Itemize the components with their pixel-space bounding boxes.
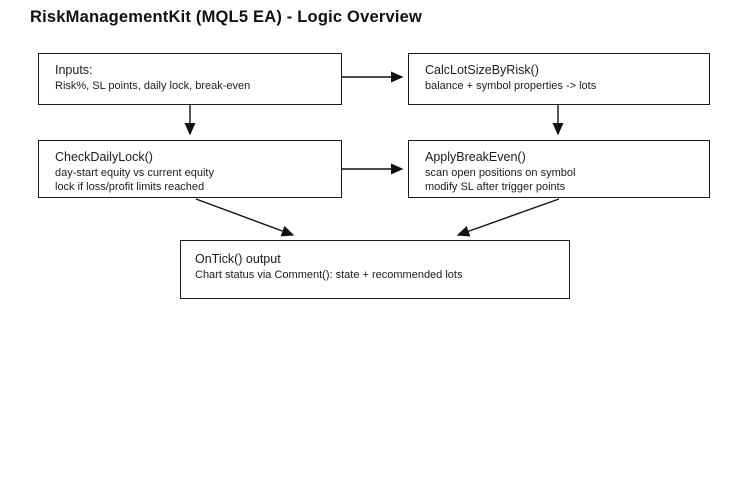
arrow-applybreakeven-to-ontick xyxy=(456,198,560,237)
node-calc-lot-size-detail: balance + symbol properties -> lots xyxy=(425,80,597,93)
node-calc-lot-size: CalcLotSizeByRisk() balance + symbol pro… xyxy=(408,53,710,105)
node-inputs-detail: Risk%, SL points, daily lock, break-even xyxy=(55,80,251,93)
node-ontick-output-heading: OnTick() output xyxy=(195,252,281,266)
node-ontick-output: OnTick() output Chart status via Comment… xyxy=(180,240,570,299)
node-calc-lot-size-heading: CalcLotSizeByRisk() xyxy=(425,63,539,77)
node-check-daily-lock-detail-2: lock if loss/profit limits reached xyxy=(55,181,205,194)
arrow-checkdailylock-to-ontick xyxy=(195,198,295,237)
page-title: RiskManagementKit (MQL5 EA) - Logic Over… xyxy=(30,8,423,26)
node-apply-break-even: ApplyBreakEven() scan open positions on … xyxy=(408,140,710,198)
node-check-daily-lock-detail-1: day-start equity vs current equity xyxy=(55,167,214,180)
node-check-daily-lock-heading: CheckDailyLock() xyxy=(55,150,153,164)
node-inputs: Inputs: Risk%, SL points, daily lock, br… xyxy=(38,53,342,105)
node-check-daily-lock: CheckDailyLock() day-start equity vs cur… xyxy=(38,140,342,198)
node-inputs-heading: Inputs: xyxy=(55,63,93,77)
node-ontick-output-detail: Chart status via Comment(): state + reco… xyxy=(195,269,463,282)
node-apply-break-even-detail-1: scan open positions on symbol xyxy=(425,167,576,180)
node-apply-break-even-detail-2: modify SL after trigger points xyxy=(425,181,566,194)
node-apply-break-even-heading: ApplyBreakEven() xyxy=(425,150,526,164)
